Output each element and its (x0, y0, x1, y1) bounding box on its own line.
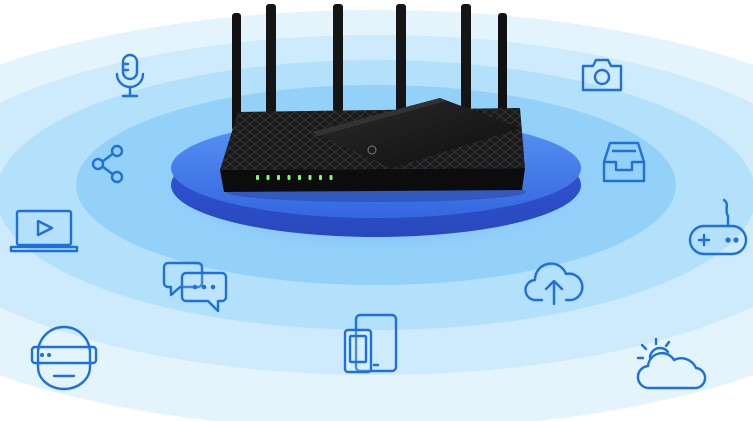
router-led (298, 175, 301, 180)
cloud-upload-icon (524, 262, 584, 306)
router (220, 4, 526, 202)
router-led (287, 175, 291, 180)
antenna (396, 4, 406, 112)
inbox-tray-icon (602, 141, 646, 183)
laptop-video-icon (9, 209, 79, 253)
camera-icon (581, 58, 623, 92)
router-logo (367, 145, 377, 155)
router-center-panel (312, 98, 520, 168)
game-controller-icon (688, 198, 748, 256)
router-led (329, 175, 333, 180)
antenna (461, 4, 471, 116)
antenna (333, 4, 343, 112)
antenna (266, 4, 276, 116)
router-led (319, 175, 322, 180)
router-leds (256, 175, 333, 180)
sun-cloud-icon (636, 337, 707, 390)
share-icon (91, 144, 124, 184)
router-led (256, 175, 259, 180)
router-panel-edge (312, 98, 446, 136)
router-led (308, 175, 312, 180)
tablet-phone-icon (343, 313, 398, 374)
router-front (220, 168, 525, 192)
router-led (266, 175, 270, 180)
antenna (232, 13, 241, 131)
router-led (277, 175, 280, 180)
chat-bubbles-icon (162, 261, 228, 313)
vr-headset-icon (30, 325, 98, 391)
microphone-icon (115, 53, 145, 98)
